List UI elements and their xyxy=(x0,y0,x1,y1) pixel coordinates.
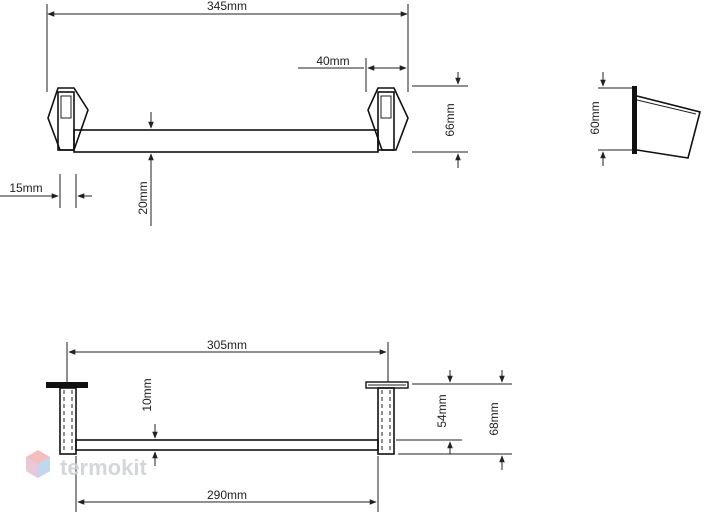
right-bracket xyxy=(367,87,409,151)
side-view: 60mm xyxy=(588,72,701,166)
bar-thickness-label: 10mm xyxy=(140,378,154,411)
mount-spacing-dimension: 305mm xyxy=(66,338,389,386)
towel-bar-front xyxy=(73,129,379,153)
bar-depth-dimension: 20mm xyxy=(136,112,154,226)
total-depth-label: 68mm xyxy=(487,402,501,435)
overall-length-dimension: 345mm xyxy=(46,0,409,92)
towel-bar-top xyxy=(75,439,379,451)
bar-thickness-dimension: 10mm xyxy=(140,378,158,466)
wall-offset-label: 15mm xyxy=(9,181,42,195)
left-mount-top xyxy=(46,382,88,455)
inner-length-label: 290mm xyxy=(207,488,247,502)
bar-depth-label: 20mm xyxy=(136,181,150,214)
inner-length-dimension: 290mm xyxy=(75,456,379,512)
height-label: 66mm xyxy=(443,103,457,136)
watermark-text: termokit xyxy=(60,455,147,480)
overall-length-label: 345mm xyxy=(207,0,247,13)
bracket-width-dimension: 40mm xyxy=(298,54,407,92)
mount-spacing-label: 305mm xyxy=(207,338,247,352)
side-height-label: 60mm xyxy=(588,101,602,134)
total-depth-dimension: 68mm xyxy=(398,370,512,470)
height-dimension: 66mm xyxy=(412,72,468,168)
side-profile xyxy=(632,86,701,159)
bracket-depth-dimension: 54mm xyxy=(396,370,512,454)
top-view: 305mm 10mm xyxy=(46,338,512,512)
right-mount-top xyxy=(365,381,409,455)
bracket-depth-label: 54mm xyxy=(435,394,449,427)
termokit-watermark: termokit xyxy=(26,450,147,480)
side-height-dimension: 60mm xyxy=(588,72,632,166)
bracket-width-label: 40mm xyxy=(316,54,349,68)
termokit-logo-icon xyxy=(26,450,50,478)
front-view: 345mm 40mm xyxy=(0,0,468,226)
wall-offset-dimension: 15mm xyxy=(0,174,92,208)
left-bracket xyxy=(47,87,89,151)
